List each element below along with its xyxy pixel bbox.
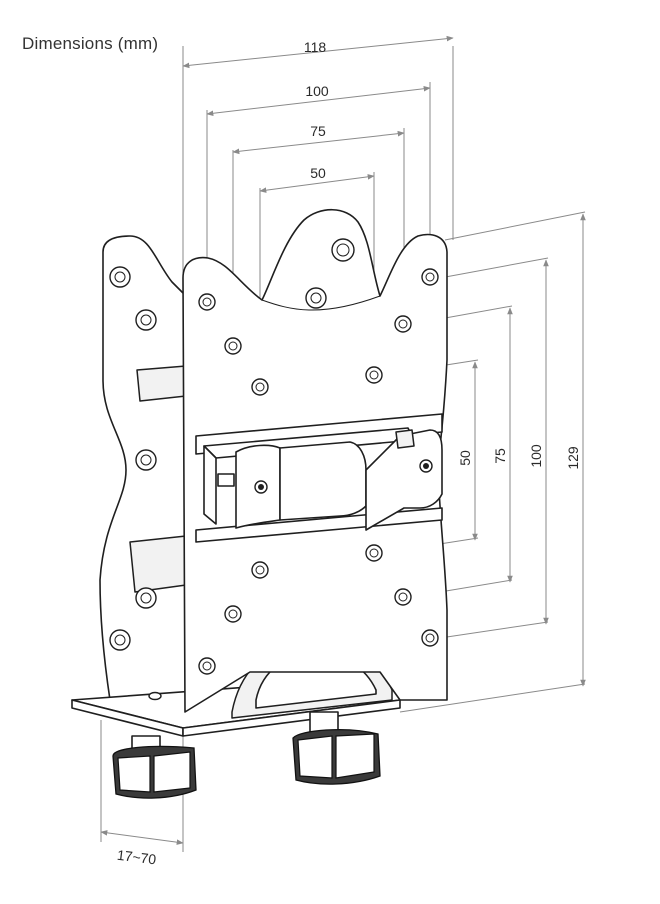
center-clamp [203, 427, 443, 531]
clamp-screw [217, 473, 268, 494]
vesa-hole [224, 337, 242, 355]
vesa-hole [365, 544, 383, 562]
dim-100-line [206, 85, 431, 117]
left-vesa-plate [99, 235, 187, 701]
base-screw-hole [148, 691, 162, 701]
dim-50-line [259, 174, 375, 193]
dim-75-line [232, 130, 405, 155]
vesa-hole [421, 629, 439, 647]
vertical-dimensions [381, 211, 586, 713]
vesa-hole [198, 293, 216, 311]
left-plate-hole [135, 449, 157, 471]
vesa-hole [365, 366, 383, 384]
dim-label-100: 100 [305, 83, 329, 99]
left-plate-hole [109, 266, 131, 288]
dim-label-v75: 75 [492, 448, 508, 464]
vesa-hole [394, 315, 412, 333]
left-plate-hole [135, 587, 157, 609]
right-clamp-knob [292, 711, 381, 785]
vesa-hole [394, 588, 412, 606]
vesa-hole [198, 657, 216, 675]
dimension-labels: 118 100 75 50 50 75 100 129 17~70 [116, 39, 581, 867]
dim-label-50: 50 [310, 165, 326, 181]
left-clamp-knob [112, 735, 197, 799]
dim-label-clamp-range: 17~70 [116, 847, 157, 868]
dim-label-v50: 50 [457, 450, 473, 466]
dim-label-75: 75 [310, 123, 326, 139]
dim-label-v100: 100 [528, 444, 544, 468]
vesa-hole [331, 238, 355, 262]
left-plate-hole [109, 629, 131, 651]
clamp-screw [419, 459, 433, 473]
dim-label-118: 118 [304, 39, 327, 55]
dim-label-v129: 129 [565, 446, 581, 470]
dim-118-line [182, 35, 454, 69]
diagram-title: Dimensions (mm) [22, 34, 159, 53]
vesa-hole [251, 378, 269, 396]
vesa-hole [421, 268, 439, 286]
vesa-hole [224, 605, 242, 623]
vesa-hole [305, 287, 327, 309]
left-plate-hole [135, 309, 157, 331]
vesa-hole [251, 561, 269, 579]
